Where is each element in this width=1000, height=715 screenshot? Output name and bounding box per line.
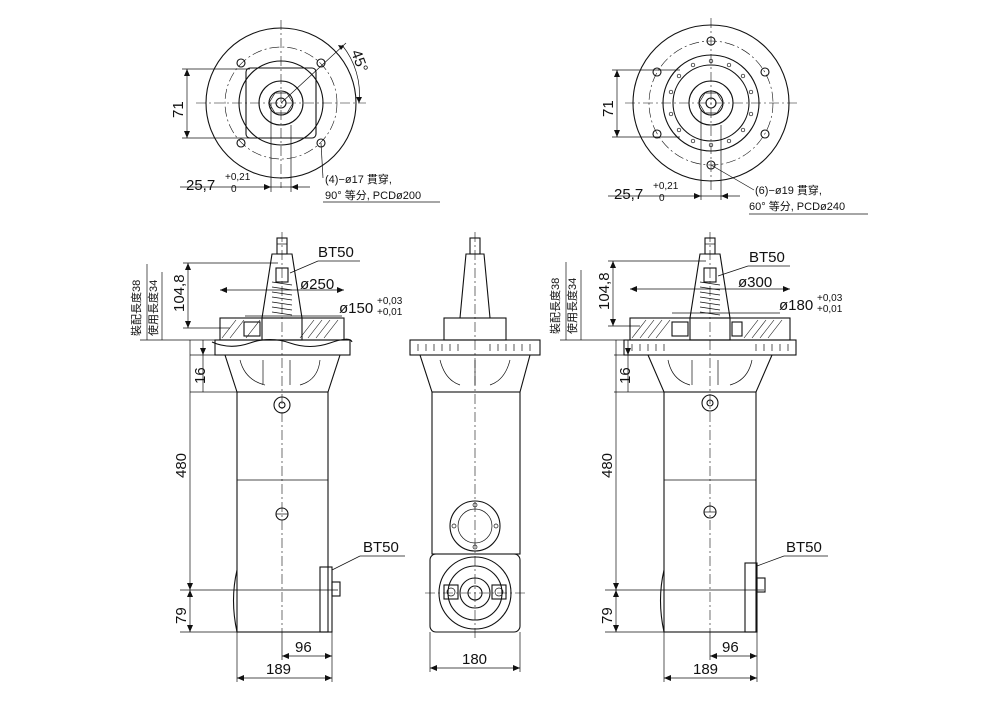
- small-hole-ring: [668, 58, 754, 148]
- tol-150-upper: +0,03: [377, 296, 403, 307]
- dim-79-label: 79: [599, 607, 616, 624]
- dim-71-label: 71: [600, 100, 617, 117]
- dia-150-label: ø150: [339, 300, 373, 317]
- dia-250-label: ø250: [300, 276, 334, 293]
- dim-16-label: 16: [617, 367, 634, 384]
- tol-180-lower: +0,01: [817, 304, 843, 315]
- dim-25-7-label: 25,7: [614, 186, 643, 203]
- top-left-flange-view: 45° 71 25,7 +0,21 0 (4)−ø17 貫穿, 90° 等分, …: [170, 20, 440, 203]
- bolt-hole: [316, 58, 326, 68]
- bolt-hole: [236, 138, 246, 148]
- dim-480-label: 480: [599, 453, 616, 478]
- dim-480-label: 480: [173, 453, 190, 478]
- bt50-side-label: BT50: [786, 539, 822, 556]
- bt50-side-label: BT50: [363, 539, 399, 556]
- dia-180-label: ø180: [779, 297, 813, 314]
- tol-180-upper: +0,03: [817, 293, 843, 304]
- hole-note-line1: (6)−ø19 貫穿,: [755, 183, 822, 197]
- plate-teeth: [417, 344, 531, 351]
- bolt-hole: [236, 58, 246, 68]
- dim-104-8-label: 104,8: [171, 274, 188, 312]
- collar: [224, 354, 341, 393]
- spring: [699, 281, 721, 316]
- dim-189-label: 189: [693, 661, 718, 678]
- tol-upper: +0,21: [225, 172, 251, 183]
- hole-note-line2: 90° 等分, PCDø200: [325, 188, 421, 202]
- dim-96-label: 96: [295, 639, 312, 656]
- install-length-label: 裝配長度38: [548, 278, 562, 334]
- front-left-view: BT50 ø250 ø150 +0,03 +0,01 104,8 裝配長度38 …: [129, 232, 405, 682]
- bt50-top-label: BT50: [749, 249, 785, 266]
- dim-104-8-label: 104,8: [596, 272, 613, 310]
- hole-note-line1: (4)−ø17 貫穿,: [325, 172, 392, 186]
- dim-25-7-label: 25,7: [186, 177, 215, 194]
- tol-lower: 0: [231, 184, 237, 195]
- angle-45-label: 45°: [347, 48, 371, 75]
- tol-upper: +0,21: [653, 181, 679, 192]
- install-length-label: 裝配長度38: [129, 280, 143, 336]
- side-bt50-block: [744, 562, 758, 633]
- body: [236, 391, 329, 633]
- dim-96-label: 96: [722, 639, 739, 656]
- bt50-top-label: BT50: [318, 244, 354, 261]
- top-right-flange-view: 71 25,7 +0,21 0 (6)−ø19 貫穿, 60° 等分, PCDø…: [600, 18, 868, 215]
- use-length-label: 使用長度34: [146, 280, 160, 336]
- tol-lower: 0: [659, 193, 665, 204]
- bolt-hole: [760, 67, 770, 77]
- dim-16-label: 16: [192, 367, 209, 384]
- bolt-hole: [652, 67, 662, 77]
- use-length-label: 使用長度34: [565, 278, 579, 334]
- base-plate: [214, 339, 351, 356]
- hole-note-line2: 60° 等分, PCDø240: [749, 199, 845, 213]
- bolt-hole: [760, 129, 770, 139]
- side-bt50-block: [319, 566, 333, 633]
- dim-79-label: 79: [173, 607, 190, 624]
- body: [431, 391, 521, 555]
- dia-300-label: ø300: [738, 274, 772, 291]
- dim-189-label: 189: [266, 661, 291, 678]
- front-middle-view: 180: [409, 232, 541, 672]
- tol-150-lower: +0,01: [377, 307, 403, 318]
- bolt-hole: [652, 129, 662, 139]
- dim-71-label: 71: [170, 101, 187, 118]
- dim-180-label: 180: [462, 651, 487, 668]
- front-right-view: BT50 ø300 ø180 +0,03 +0,01 104,8 裝配長度38 …: [548, 232, 843, 682]
